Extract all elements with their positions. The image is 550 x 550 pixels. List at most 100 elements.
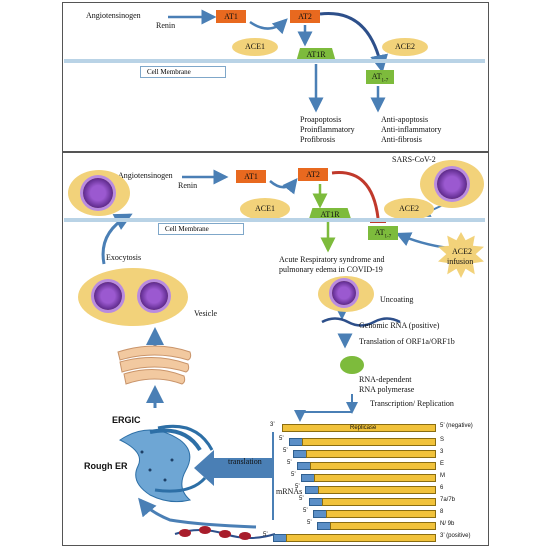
ards-line-1: Acute Respiratory syndrome and [279, 255, 385, 264]
positive-bar [286, 534, 436, 542]
arrow-at1-to-at2 [249, 18, 288, 35]
s-bar-blue [289, 438, 303, 446]
arrow-b-at2-to-at17-blocked [331, 171, 380, 219]
top-membrane [64, 59, 485, 63]
positive-5prime: 5’ [263, 532, 268, 538]
ace2-infusion-line-1: ACE2 [452, 247, 472, 256]
bottom-membrane [64, 218, 485, 222]
b-angiotensinogen-label: Angiotensinogen [118, 171, 173, 180]
sars-cov-2-label: SARS-CoV-2 [392, 155, 436, 164]
virus-top-left [83, 178, 113, 208]
at1-box: AT1 [216, 10, 246, 23]
gene-3: 3 [440, 449, 444, 455]
ace1-ellipse: ACE1 [232, 38, 278, 56]
ards-line-2: pulmonary edema in COVID-19 [279, 265, 383, 274]
b-at17-box: AT1-7 [368, 226, 398, 240]
g8-bar [326, 510, 436, 518]
b-at17-sub: 1-7 [384, 234, 392, 240]
b-at17-label: AT [374, 228, 385, 237]
b-at1-box: AT1 [236, 170, 266, 183]
n-bar-blue [317, 522, 331, 530]
pro-effect-1: Proapoptosis [300, 115, 342, 124]
m-bar-blue [301, 474, 315, 482]
negative-label: 5’ (negative) [440, 423, 473, 429]
g3-bar [306, 450, 436, 458]
s-5prime: 5’ [279, 436, 284, 442]
bottom-membrane-label: Cell Membrane [158, 223, 244, 235]
ribosome-arrow [138, 497, 257, 529]
e-bar-blue [297, 462, 311, 470]
g3-bar-blue [293, 450, 307, 458]
arrow-at2-to-at17 [319, 11, 388, 73]
arrow-b-at1-to-at2 [269, 178, 298, 195]
vesicle-label: Vesicle [194, 309, 218, 318]
gene-m: M [440, 473, 445, 479]
uncoating-virus [332, 281, 356, 305]
n-bar [330, 522, 436, 530]
transcription-label: Transcription/ Replication [370, 399, 454, 408]
virus-top-right [437, 169, 467, 199]
replicase-label: Replicase [350, 425, 377, 431]
pro-effect-3: Profibrosis [300, 135, 336, 144]
gene-n9b: N/ 9b [440, 521, 455, 527]
genomic-rna-label: Genomic RNA (positive) [359, 321, 440, 330]
positive-bar-blue [273, 534, 287, 542]
anti-effect-2: Anti-inflammatory [381, 125, 442, 134]
ergic-label: ERGIC [112, 415, 141, 425]
g6-bar [318, 486, 436, 494]
translation-arrow [194, 450, 272, 486]
vesicle-virus-1 [94, 282, 122, 310]
pro-effect-2: Proinflammatory [300, 125, 355, 134]
mrnas-label: mRNAs [276, 487, 303, 496]
angiotensinogen-label: Angiotensinogen [86, 11, 141, 20]
gene-7a7b: 7a/7b [440, 497, 456, 503]
replicase-bar [282, 424, 436, 432]
top-panel [62, 2, 489, 152]
top-membrane-label: Cell Membrane [140, 66, 226, 78]
b-ace1-ellipse: ACE1 [240, 198, 290, 220]
g7-bar-blue [309, 498, 323, 506]
vesicle-virus-2 [140, 282, 168, 310]
ace2-infusion-line-2: infusion [447, 257, 474, 266]
translation-label: translation [228, 457, 262, 466]
at17-sub: 1-7 [381, 78, 389, 84]
golgi-shape [117, 345, 192, 385]
g3-5prime: 5’ [283, 448, 288, 454]
b-ace2-ellipse: ACE2 [384, 198, 434, 220]
rdrp-line-2: RNA polymerase [359, 385, 415, 394]
at17-label: AT [371, 72, 382, 81]
b-renin-label: Renin [178, 181, 198, 190]
rdrp-blob [340, 356, 364, 374]
g8-5prime: 5’ [303, 508, 308, 514]
rough-er-shape [118, 424, 214, 503]
s-bar [302, 438, 436, 446]
at17-box: AT1-7 [366, 70, 394, 84]
gene-8: 8 [440, 509, 444, 515]
g7-5prime: 5’ [299, 496, 304, 502]
uncoating-label: Uncoating [380, 295, 414, 304]
at2-box: AT2 [290, 10, 320, 23]
rdrp-line-1: RNA-dependent [359, 375, 412, 384]
e-5prime: 5’ [287, 460, 292, 466]
m-bar [314, 474, 436, 482]
gene-6: 6 [440, 485, 444, 491]
g6-5prime: 5’ [295, 484, 300, 490]
bottom-panel [62, 152, 489, 546]
anti-effect-3: Anti-fibrosis [381, 135, 422, 144]
m-5prime: 5’ [291, 472, 296, 478]
renin-label: Renin [156, 21, 176, 30]
genomic-rna-strand [321, 317, 401, 327]
exocytosis-label: Exocytosis [106, 253, 142, 262]
e-bar [310, 462, 436, 470]
g6-bar-blue [305, 486, 319, 494]
n-5prime: 5’ [307, 520, 312, 526]
g8-bar-blue [313, 510, 327, 518]
rough-er-label: Rough ER [84, 461, 128, 471]
gene-s: S [440, 437, 445, 443]
ace2-ellipse: ACE2 [382, 38, 428, 56]
positive-label: 3’ (positive) [440, 533, 471, 539]
anti-effect-1: Anti-apoptosis [381, 115, 429, 124]
g7-bar [322, 498, 436, 506]
